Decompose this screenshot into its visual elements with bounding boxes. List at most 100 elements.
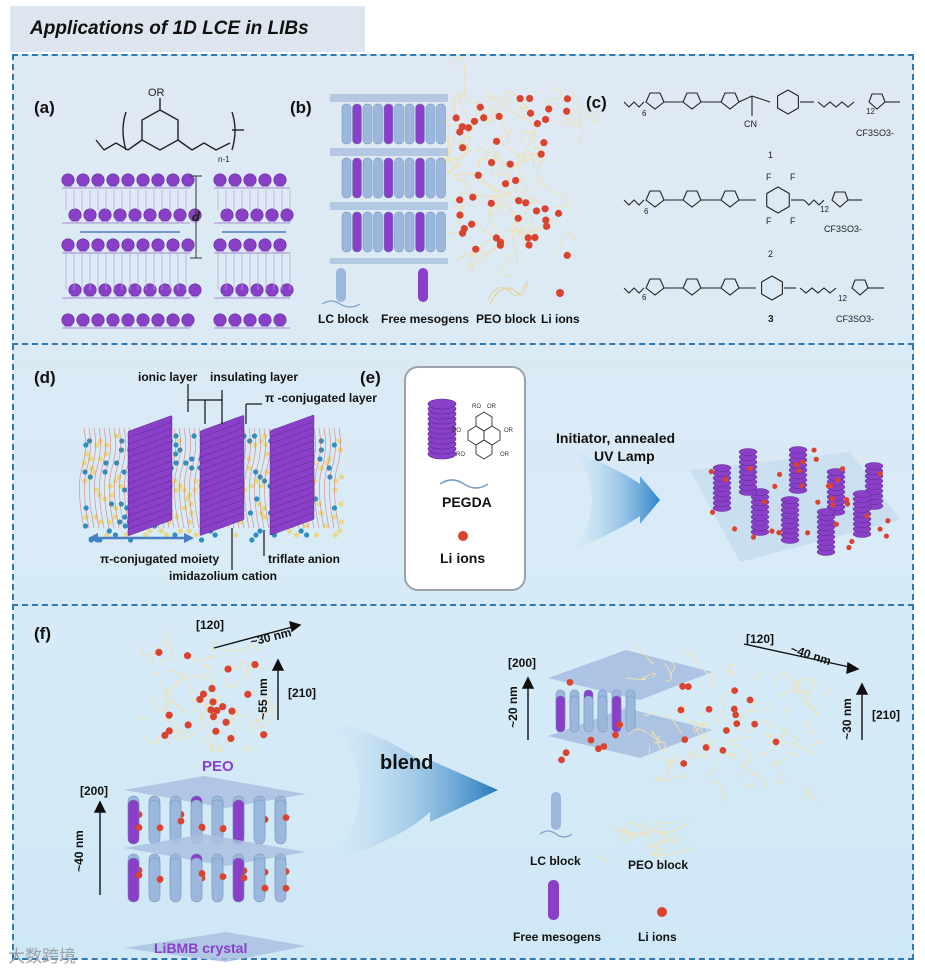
ionic-sphere <box>163 532 169 538</box>
panel-b-peo-fibers <box>423 55 599 278</box>
legend-li-ions-label: Li ions <box>541 312 580 326</box>
lc-rod <box>436 103 446 145</box>
blend-arrow <box>330 720 498 862</box>
pegda-label: PEGDA <box>442 494 492 510</box>
imidazolium-cation-label: imidazolium cation <box>169 569 278 583</box>
li-ion <box>537 150 545 158</box>
panel-e-li-icon <box>458 531 468 541</box>
legend-lc-block-label: LC block <box>318 312 369 326</box>
product-li-ion <box>815 499 821 505</box>
lc-rod <box>383 211 394 253</box>
lc-rod <box>341 157 352 199</box>
compound-2-chain6: 6 <box>644 207 649 216</box>
peo-li-ion <box>244 690 252 698</box>
crystal-li-ion <box>177 817 185 825</box>
crystal-rod <box>232 799 245 845</box>
thiophene-ring <box>645 92 665 110</box>
product-disc <box>780 496 800 504</box>
lattice-sphere <box>98 208 112 222</box>
lattice-sphere <box>228 173 242 187</box>
benzene-ring <box>761 275 783 301</box>
panel-b-li-ions <box>452 94 572 259</box>
peo-li-ion <box>199 690 208 698</box>
ionic-sphere <box>112 532 119 538</box>
blend-120-label: [120] <box>746 632 775 646</box>
product-li-ion <box>747 466 753 472</box>
lattice-sphere <box>258 238 272 252</box>
thiophene-ring <box>645 190 665 208</box>
lattice-sphere <box>143 283 157 297</box>
compound-2-f3: F <box>766 216 772 226</box>
pi-disc <box>269 512 315 536</box>
compound-2-f2: F <box>790 172 796 182</box>
lattice-sphere <box>128 208 142 222</box>
peo-li-ion <box>183 652 192 660</box>
blend-li-ion <box>731 687 739 695</box>
benzene-ring <box>777 89 799 115</box>
blend-li-ion <box>566 678 574 686</box>
lattice-sphere <box>228 313 242 327</box>
ionic-sphere <box>186 528 192 534</box>
svg-text:RO: RO <box>456 452 465 458</box>
lattice-sphere <box>250 283 264 297</box>
lattice-sphere <box>121 173 135 187</box>
ionic-sphere <box>258 438 264 444</box>
compound-1-chain6: 6 <box>642 109 647 118</box>
lattice-sphere <box>136 238 150 252</box>
lattice-sphere <box>106 313 120 327</box>
crystal-li-ion <box>219 873 227 881</box>
panel-b-label: (b) <box>290 98 312 117</box>
blend-li-ion <box>733 720 741 727</box>
blend-rod <box>569 695 580 733</box>
f-legend-peo-label: PEO block <box>628 858 689 872</box>
ionic-sphere <box>177 447 183 453</box>
peo-li-ion <box>208 684 216 693</box>
disc <box>427 398 457 410</box>
blend-30nm-label: ~30 nm <box>839 698 854 740</box>
li-ion <box>542 216 550 224</box>
lattice-sphere <box>273 173 287 187</box>
li-ion <box>533 120 542 128</box>
title-banner <box>10 6 365 52</box>
legend-lc-block-icon <box>336 268 346 302</box>
product-disc <box>788 446 808 454</box>
lc-rod <box>404 103 415 145</box>
ionic-sphere <box>103 460 109 466</box>
lattice-sphere <box>258 173 272 187</box>
blend-li-ion <box>705 705 713 713</box>
product-li-ion <box>864 513 870 519</box>
panel-d-label: (d) <box>34 368 56 387</box>
blend-20nm-label: ~20 nm <box>505 686 520 728</box>
ionic-sphere <box>188 501 194 507</box>
product-li-ion <box>732 526 738 532</box>
figure-title: Applications of 1D LCE in LIBs <box>30 18 309 39</box>
lattice-sphere <box>91 173 105 187</box>
panel-e-label: (e) <box>360 368 381 387</box>
product-disc <box>712 464 732 472</box>
lattice-sphere <box>106 173 120 187</box>
crystal-li-ion <box>261 884 269 892</box>
ionic-sphere <box>251 433 258 439</box>
lc-rod <box>394 211 404 253</box>
ionic-sphere <box>338 501 344 507</box>
panel-f-libmb-crystal <box>124 776 306 962</box>
ionic-sphere <box>262 433 268 439</box>
watermark: 大数跨境 <box>8 947 76 966</box>
compound-2-chain12: 12 <box>820 205 829 214</box>
thiophene-ring <box>645 278 665 296</box>
panel-a-lattice <box>61 173 294 329</box>
li-ion <box>487 199 495 207</box>
lattice-sphere <box>265 208 279 222</box>
product-li-ion <box>829 496 835 502</box>
product-li-ion <box>796 468 802 474</box>
lc-mesh-layer <box>330 94 448 102</box>
product-li-ion <box>722 476 728 483</box>
ionic-sphere <box>177 528 184 534</box>
li-ion <box>532 207 541 215</box>
peo-li-ion <box>196 695 204 704</box>
li-ion <box>480 114 488 122</box>
li-ion <box>541 205 549 213</box>
ionic-sphere <box>264 451 270 457</box>
compound-3-counterion: CF3SO3- <box>836 314 874 324</box>
